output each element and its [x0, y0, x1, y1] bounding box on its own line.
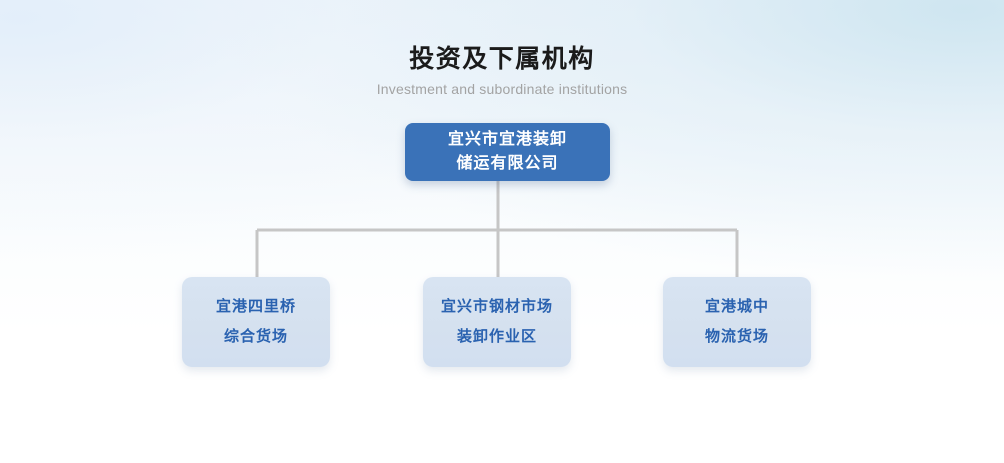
org-node-child-3[interactable]: 宜港城中 物流货场	[663, 277, 811, 367]
org-node-child-2-line-2: 装卸作业区	[456, 328, 537, 345]
page-title: 投资及下属机构	[409, 45, 595, 73]
org-node-child-2-line-1: 宜兴市钢材市场	[440, 298, 553, 315]
org-node-child-2[interactable]: 宜兴市钢材市场 装卸作业区	[423, 277, 571, 367]
org-node-child-1[interactable]: 宜港四里桥 综合货场	[182, 277, 330, 367]
org-node-root-line-1: 宜兴市宜港装卸	[447, 131, 567, 148]
page-subtitle: Investment and subordinate institutions	[376, 81, 628, 97]
org-node-child-1-line-1: 宜港四里桥	[215, 298, 296, 315]
org-node-root-line-2: 储运有限公司	[456, 155, 559, 172]
org-node-child-1-line-2: 综合货场	[223, 328, 288, 345]
org-node-child-3-line-1: 宜港城中	[704, 298, 769, 315]
page-header: 投资及下属机构 Investment and subordinate insti…	[0, 44, 1004, 98]
org-node-child-3-line-2: 物流货场	[704, 328, 769, 345]
org-node-root[interactable]: 宜兴市宜港装卸 储运有限公司	[405, 123, 610, 181]
